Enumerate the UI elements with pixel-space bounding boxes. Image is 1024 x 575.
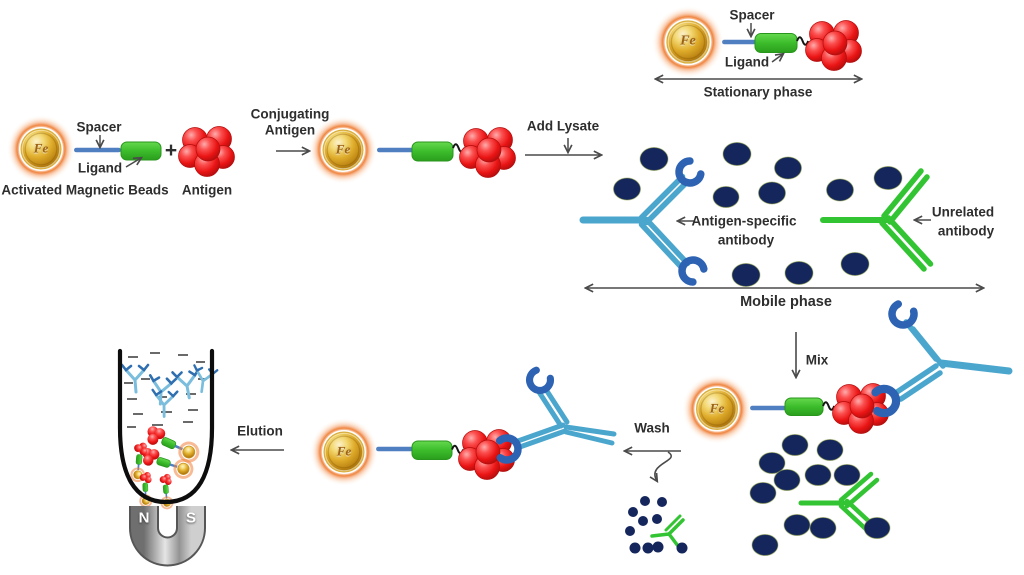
ligand-label: Ligand	[77, 160, 123, 176]
add-lysate-arrow	[525, 138, 601, 155]
fe-label: Fe	[335, 141, 351, 157]
ligand-pointer-arrow	[771, 54, 783, 63]
lysate-proteins	[613, 142, 903, 287]
linker-squiggle	[796, 36, 810, 46]
lysate-protein	[639, 147, 669, 171]
antigen-specific-antibody-label: Antigen-specific	[691, 213, 797, 229]
mix-complex-unit	[681, 303, 1013, 445]
stationary-phase-label: Stationary phase	[703, 84, 813, 100]
spacer-label: Spacer	[76, 119, 122, 135]
binding-site-icon	[526, 369, 553, 394]
lysate-protein	[781, 434, 809, 456]
spacer-label: Spacer	[729, 7, 775, 23]
stationary-phase-unit	[651, 5, 862, 79]
washed-complex-unit	[309, 369, 617, 487]
conjugating-antigen-label: Antigen	[264, 122, 316, 138]
spacer-line	[750, 405, 787, 411]
antigen-specific-antibody-label: antibody	[717, 232, 775, 248]
fe-label: Fe	[33, 140, 49, 156]
fe-label: Fe	[709, 400, 725, 416]
linker-squiggle	[822, 401, 836, 411]
unrelated-antibody-label: Unrelated	[931, 204, 995, 220]
ligand-label: Ligand	[724, 54, 770, 70]
antigen-label: Antigen	[181, 182, 233, 198]
unrelated-antibody-label: antibody	[937, 223, 995, 239]
mix-label: Mix	[805, 352, 829, 368]
ligand-icon	[120, 141, 162, 161]
tube-outline	[117, 348, 215, 505]
lysate-protein	[826, 178, 854, 202]
mobile-phase-label: Mobile phase	[740, 294, 832, 310]
fe-label: Fe	[680, 33, 696, 49]
washed-away-material	[625, 496, 688, 554]
lysate-protein	[751, 534, 779, 556]
unrelated-antibody-tiny	[650, 514, 688, 554]
lysate-protein	[784, 261, 814, 285]
activated-beads-unit	[6, 114, 235, 184]
lysate-protein	[758, 452, 786, 474]
lysate-protein	[758, 181, 786, 205]
conjugating-antigen-label: Conjugating	[250, 106, 330, 122]
antigen-icon	[178, 126, 235, 177]
unrelated-antibody	[820, 168, 934, 272]
magnet-south-label: S	[185, 509, 197, 527]
elution-tube	[117, 348, 219, 510]
lysate-protein	[833, 464, 861, 486]
wash-label: Wash	[634, 420, 670, 436]
bound-antibody	[875, 303, 1013, 414]
activated-magnetic-beads-label: Activated Magnetic Beads	[1, 182, 169, 198]
lysate-protein	[863, 517, 891, 539]
lysate-protein	[731, 263, 761, 287]
wash-arrow	[625, 451, 681, 481]
lysate-protein	[774, 156, 802, 180]
ligand-pointer-arrow	[125, 158, 141, 168]
eluted-antibodies	[120, 363, 219, 419]
lysate-protein	[804, 464, 832, 486]
lysate-protein	[712, 186, 740, 208]
lysate-protein	[613, 177, 641, 201]
lysate-protein	[873, 166, 903, 190]
antigen-icon	[459, 127, 516, 178]
lysate-protein	[840, 252, 870, 276]
spacer-line	[377, 147, 415, 153]
lysate-protein	[816, 439, 844, 461]
plus-sign: +	[164, 139, 178, 162]
elution-label: Elution	[237, 423, 283, 439]
lysate-protein	[773, 469, 801, 491]
ligand-icon	[411, 440, 453, 460]
ligand-icon	[784, 397, 824, 416]
magnet-icon	[129, 506, 206, 567]
magnet-north-label: N	[138, 509, 150, 527]
lysate-protein	[783, 514, 811, 536]
lysate-protein	[722, 142, 752, 166]
unbound-material	[749, 434, 891, 556]
spacer-line	[74, 147, 121, 153]
bound-antibody	[500, 369, 617, 460]
fe-label: Fe	[336, 443, 352, 459]
lysate-protein	[809, 517, 837, 539]
spacer-line	[376, 446, 414, 452]
lysate-protein	[749, 482, 777, 504]
ligand-icon	[411, 141, 454, 162]
antigen-icon	[805, 20, 862, 71]
binding-site-icon	[888, 303, 916, 329]
conjugate-unit	[308, 115, 516, 185]
antigen-specific-antibody	[579, 159, 705, 284]
add-lysate-label: Add Lysate	[526, 118, 600, 134]
spacer-line	[722, 39, 758, 45]
ligand-icon	[754, 33, 798, 53]
